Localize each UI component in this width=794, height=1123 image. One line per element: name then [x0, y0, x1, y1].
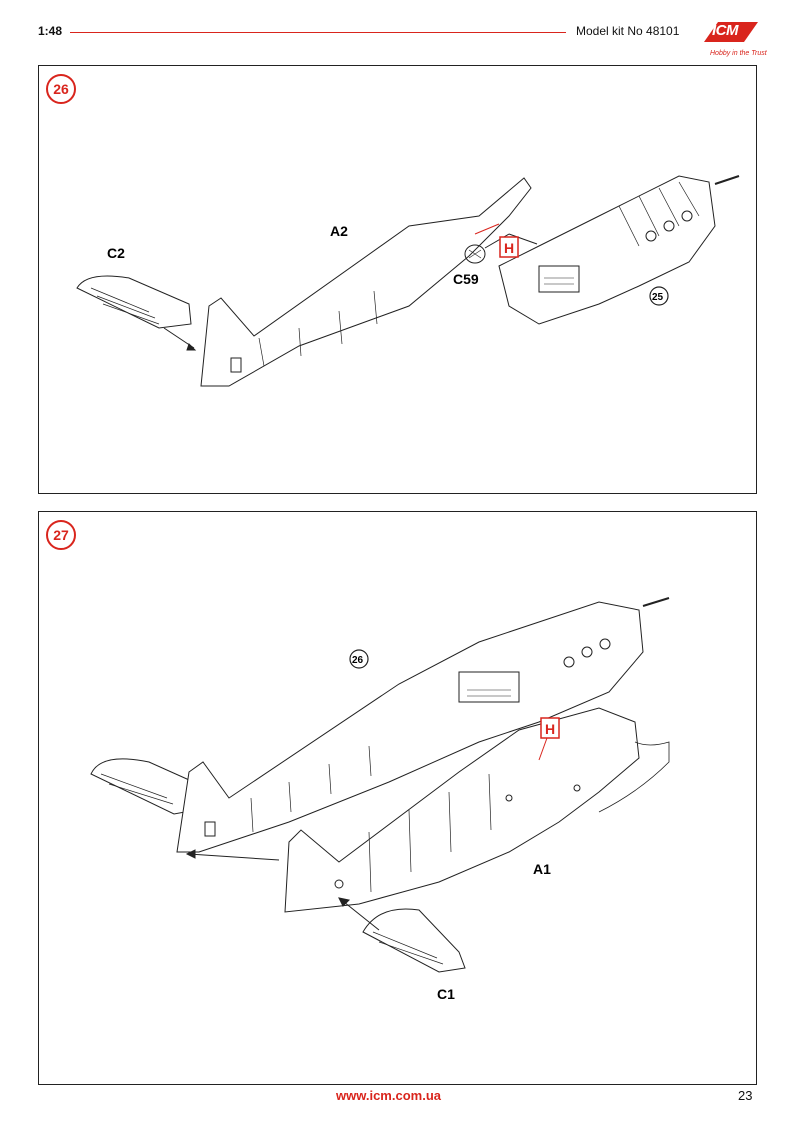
scale-label: 1:48 [38, 24, 63, 38]
website-link[interactable]: www.icm.com.ua [336, 1088, 441, 1103]
ref-step-26: 26 [352, 655, 364, 666]
arrow-a1 [188, 853, 280, 861]
page-number: 23 [738, 1088, 753, 1103]
engine-assembly [498, 175, 716, 325]
paint-code-h: H [504, 240, 514, 256]
ref-step-25: 25 [652, 292, 664, 303]
label-c59: C59 [453, 271, 479, 287]
icm-logo: ICM Hobby in the Trust [700, 20, 767, 62]
arrow-engine [508, 233, 538, 245]
logo-tagline: Hobby in the Trust [710, 50, 767, 57]
step-27-panel: 27 [38, 511, 757, 1085]
label-a2: A2 [330, 223, 348, 239]
header-rule [70, 32, 566, 33]
label-a1: A1 [533, 861, 551, 877]
rudder-hinge [230, 357, 242, 373]
fuselage-assembly [176, 601, 644, 853]
tailplane-c1 [362, 908, 466, 973]
label-c2: C2 [107, 245, 125, 261]
logo-brand: ICM [712, 22, 739, 39]
step-26-panel: 26 C2 [38, 65, 757, 494]
step-26-drawing: C2 A2 C59 H 25 [76, 175, 740, 387]
paint-code-h: H [545, 721, 555, 737]
part-c59 [464, 244, 486, 264]
kit-number: Model kit No 48101 [576, 24, 680, 38]
logo-star-icon [704, 22, 758, 42]
tailplane-c2 [76, 275, 192, 329]
step-27-drawing: 26 H A1 C1 [90, 597, 670, 1002]
label-c1: C1 [437, 986, 455, 1002]
fuselage-half-a2 [200, 177, 532, 387]
fuselage-half-a1 [284, 707, 640, 913]
rudder-hinge [204, 821, 216, 837]
step-number-badge: 26 [46, 74, 76, 104]
step-number-badge: 27 [46, 520, 76, 550]
